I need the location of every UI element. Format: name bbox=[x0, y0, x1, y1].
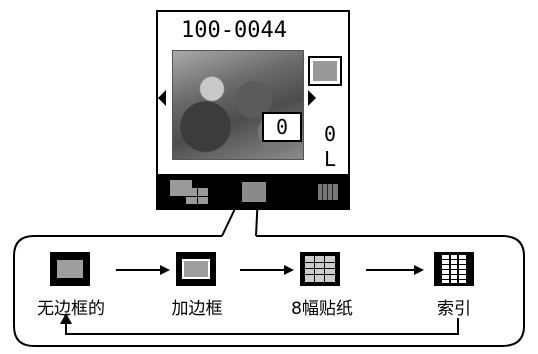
index-icon[interactable] bbox=[434, 252, 474, 286]
photo-thumbnail bbox=[172, 50, 304, 160]
single-layout-icon[interactable] bbox=[242, 182, 266, 202]
remaining-count: 0 bbox=[324, 122, 337, 146]
arrow-2 bbox=[240, 265, 294, 275]
multi-layout-icon[interactable] bbox=[170, 180, 210, 204]
layout-tab-bar bbox=[158, 174, 348, 208]
image-number: 100-0044 bbox=[181, 18, 287, 43]
borderless-label: 无边框的 bbox=[37, 299, 105, 319]
index-label: 索引 bbox=[437, 299, 471, 319]
arrow-1 bbox=[116, 265, 170, 275]
eight-up-icon[interactable] bbox=[300, 252, 340, 286]
next-image-arrow-icon[interactable] bbox=[308, 90, 316, 106]
callout-border bbox=[13, 235, 525, 347]
paper-size-icon bbox=[308, 56, 342, 86]
bordered-icon[interactable] bbox=[176, 252, 216, 286]
return-arrow bbox=[60, 313, 459, 335]
borderless-icon[interactable] bbox=[50, 252, 90, 286]
bordered-label: 加边框 bbox=[171, 299, 223, 319]
index-layout-icon[interactable] bbox=[318, 184, 338, 200]
arrow-3 bbox=[366, 265, 424, 275]
quality-indicator: L bbox=[324, 147, 337, 171]
camera-lcd-screen: 100-0044 0 0 L bbox=[156, 10, 350, 210]
previous-image-arrow-icon[interactable] bbox=[158, 90, 166, 106]
copies-count[interactable]: 0 bbox=[262, 112, 302, 142]
eight-up-label: 8幅贴纸 bbox=[291, 299, 353, 319]
